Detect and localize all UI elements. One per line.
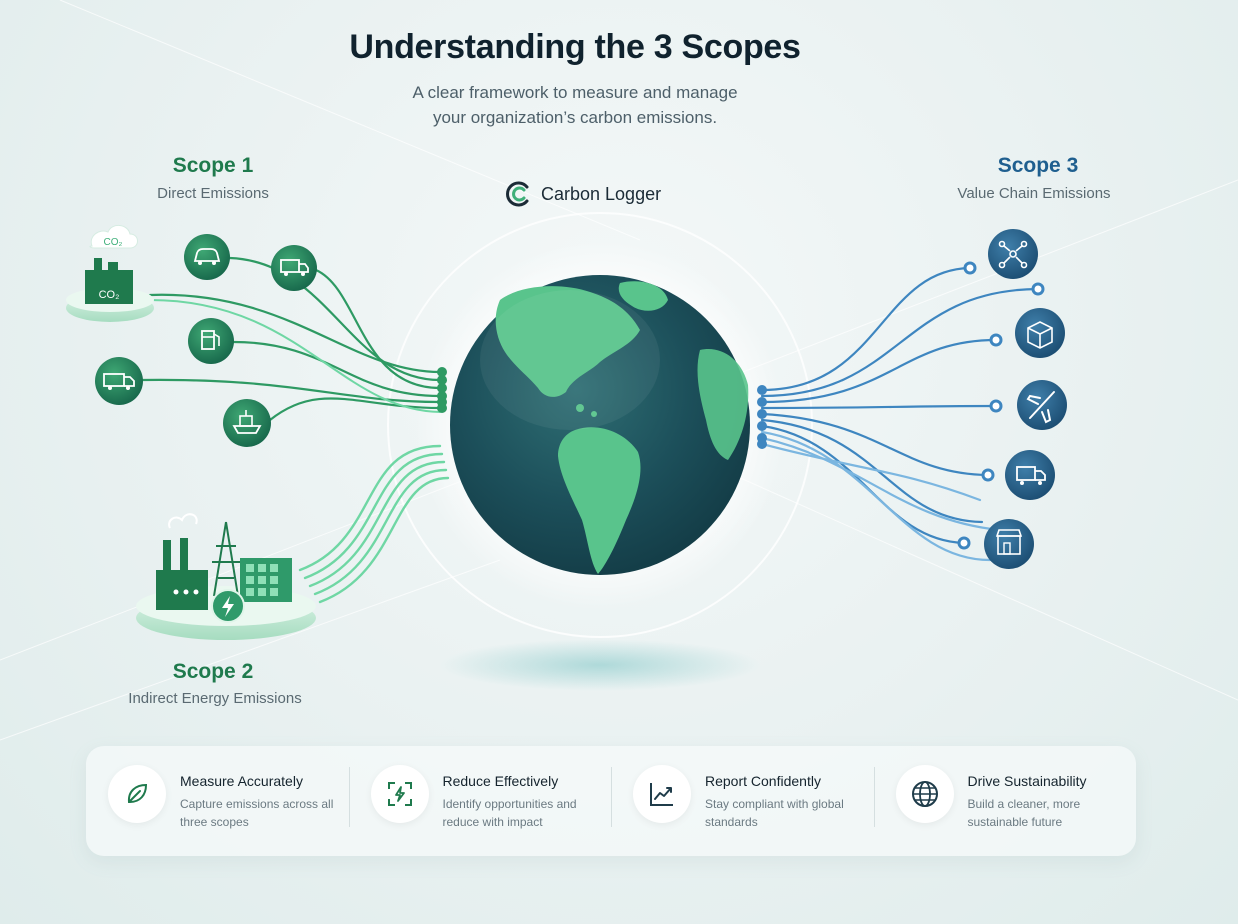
feature-title: Report Confidently bbox=[705, 773, 821, 789]
carbon-logger-logo-icon bbox=[506, 181, 529, 207]
leaf-icon bbox=[108, 765, 166, 823]
scope1-factory-co2-icon: CO₂ CO₂ bbox=[66, 225, 154, 322]
trend-chart-icon bbox=[633, 765, 691, 823]
power-plant-icon bbox=[156, 513, 208, 610]
feature-description: Stay compliant with global standards bbox=[705, 797, 844, 829]
truck-icon bbox=[1005, 450, 1055, 500]
feature-card-measure: Measure Accurately Capture emissions acr… bbox=[86, 765, 349, 833]
features-bar: Measure Accurately Capture emissions acr… bbox=[86, 746, 1136, 856]
scope3-subtitle: Value Chain Emissions bbox=[957, 185, 1111, 202]
brand: Carbon Logger bbox=[505, 180, 661, 208]
electricity-icon bbox=[211, 589, 245, 623]
store-icon bbox=[984, 519, 1034, 569]
ship-icon bbox=[223, 399, 271, 447]
subtitle-line-2: your organization’s carbon emissions. bbox=[432, 108, 718, 127]
scope1-title: Scope 1 bbox=[172, 154, 254, 177]
scope2-title: Scope 2 bbox=[172, 660, 254, 683]
feature-card-sustainability: Drive Sustainability Build a cleaner, mo… bbox=[873, 765, 1137, 833]
feature-title: Drive Sustainability bbox=[967, 773, 1087, 789]
feature-title: Reduce Effectively bbox=[442, 773, 559, 789]
scope1-connector-ends bbox=[437, 367, 447, 413]
globe-halo-outer bbox=[387, 212, 813, 638]
page-subtitle: A clear framework to measure and manage … bbox=[0, 80, 1150, 130]
energy-scan-icon bbox=[370, 765, 429, 823]
transmission-tower-icon bbox=[212, 521, 240, 597]
scope3-connectors bbox=[760, 266, 1040, 562]
scope3-connector-ends bbox=[757, 261, 1045, 550]
network-icon bbox=[988, 229, 1038, 279]
delivery-van-icon bbox=[271, 245, 317, 291]
feature-description: Capture emissions across all three scope… bbox=[180, 797, 334, 829]
feature-description: Build a cleaner, more sustainable future bbox=[967, 797, 1081, 829]
feature-description: Identify opportunities and reduce with i… bbox=[442, 797, 577, 829]
cloud-co2-label: CO₂ bbox=[104, 237, 123, 248]
fuel-pump-icon bbox=[188, 318, 234, 364]
globe bbox=[450, 275, 750, 575]
globe-shadow bbox=[440, 639, 760, 691]
factory-co2-label: CO₂ bbox=[99, 289, 120, 301]
page-title: Understanding the 3 Scopes bbox=[349, 28, 801, 66]
scope1-subtitle: Direct Emissions bbox=[157, 185, 269, 202]
car-icon bbox=[184, 234, 230, 280]
scope2-subtitle: Indirect Energy Emissions bbox=[128, 690, 302, 707]
feature-card-report: Report Confidently Stay compliant with g… bbox=[611, 765, 874, 833]
subtitle-line-1: A clear framework to measure and manage bbox=[412, 83, 738, 102]
brand-name: Carbon Logger bbox=[541, 183, 662, 204]
scope2-connectors bbox=[298, 444, 450, 604]
feature-title: Measure Accurately bbox=[180, 773, 303, 789]
scope2-energy-illustration bbox=[136, 513, 316, 640]
globe-icon bbox=[895, 765, 954, 823]
airplane-icon bbox=[1017, 380, 1067, 430]
feature-card-reduce: Reduce Effectively Identify opportunitie… bbox=[348, 765, 612, 833]
truck-icon bbox=[95, 357, 143, 405]
scope3-title: Scope 3 bbox=[997, 154, 1079, 177]
scope1-connectors bbox=[140, 256, 442, 422]
packaging-icon bbox=[1015, 308, 1065, 358]
building-icon bbox=[240, 558, 292, 602]
